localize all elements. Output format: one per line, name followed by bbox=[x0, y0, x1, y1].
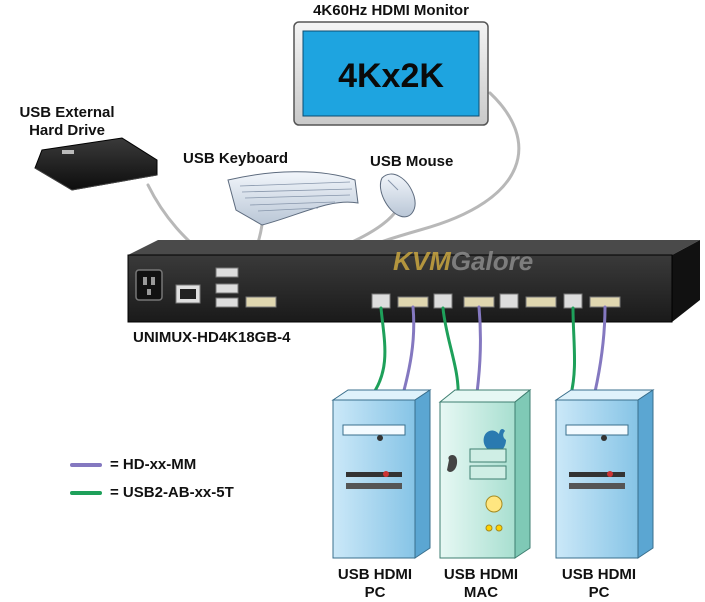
hard-drive-label-line1: USB External bbox=[19, 104, 115, 121]
hard-drive-label-line2: Hard Drive bbox=[29, 122, 105, 139]
computer-label-3-line2: PC bbox=[588, 584, 610, 601]
usb-mouse bbox=[380, 173, 416, 218]
computer-label-3-line1: USB HDMI bbox=[561, 566, 637, 583]
mouse-label: USB Mouse bbox=[370, 153, 454, 170]
computer-label-2: USB HDMI MAC bbox=[436, 566, 526, 602]
computer-label-1-line2: PC bbox=[364, 584, 386, 601]
keyboard-label: USB Keyboard bbox=[183, 150, 289, 167]
computer-label-1-line1: USB HDMI bbox=[337, 566, 413, 583]
monitor-screen-text: 4Kx2K bbox=[338, 57, 444, 95]
monitor-screen bbox=[302, 30, 480, 117]
computer-label-2-line1: USB HDMI bbox=[443, 566, 519, 583]
apple-logo-side-icon bbox=[447, 455, 458, 472]
usb-hard-drive bbox=[34, 137, 158, 191]
kvmgalore-watermark: KVMGalore bbox=[393, 246, 533, 276]
computer-label-2-line2: MAC bbox=[463, 584, 499, 601]
usb-keyboard bbox=[227, 171, 359, 226]
legend-row-hdmi: = HD-xx-MM bbox=[70, 456, 196, 473]
hard-drive-label: USB External Hard Drive bbox=[4, 104, 130, 140]
port-group-3 bbox=[499, 293, 557, 309]
legend-label-usb: = USB2-AB-xx-5T bbox=[110, 484, 234, 501]
kvm-switch: KVMGalore bbox=[127, 240, 700, 323]
computer-pc-1 bbox=[331, 389, 432, 559]
console-usb-ports bbox=[215, 267, 239, 308]
computer-label-3: USB HDMI PC bbox=[554, 566, 644, 602]
monitor-label: 4K60Hz HDMI Monitor bbox=[313, 2, 469, 19]
legend-label-hdmi: = HD-xx-MM bbox=[110, 456, 197, 473]
console-hdmi-port bbox=[245, 296, 277, 308]
switch-model-label: UNIMUX-HD4K18GB-4 bbox=[133, 329, 291, 346]
computer-port-groups bbox=[371, 293, 621, 309]
ethernet-port bbox=[175, 284, 201, 304]
legend-row-usb: = USB2-AB-xx-5T bbox=[70, 484, 234, 501]
hdmi-monitor: 4Kx2K bbox=[293, 21, 489, 126]
computer-label-1: USB HDMI PC bbox=[330, 566, 420, 602]
legend-swatch-hdmi bbox=[70, 462, 102, 467]
keyboard-keys bbox=[239, 181, 353, 212]
power-inlet bbox=[135, 269, 163, 301]
legend-swatch-usb bbox=[70, 490, 102, 495]
apple-logo-icon bbox=[483, 429, 506, 451]
computer-mac bbox=[438, 388, 532, 559]
computer-pc-2 bbox=[554, 389, 655, 559]
